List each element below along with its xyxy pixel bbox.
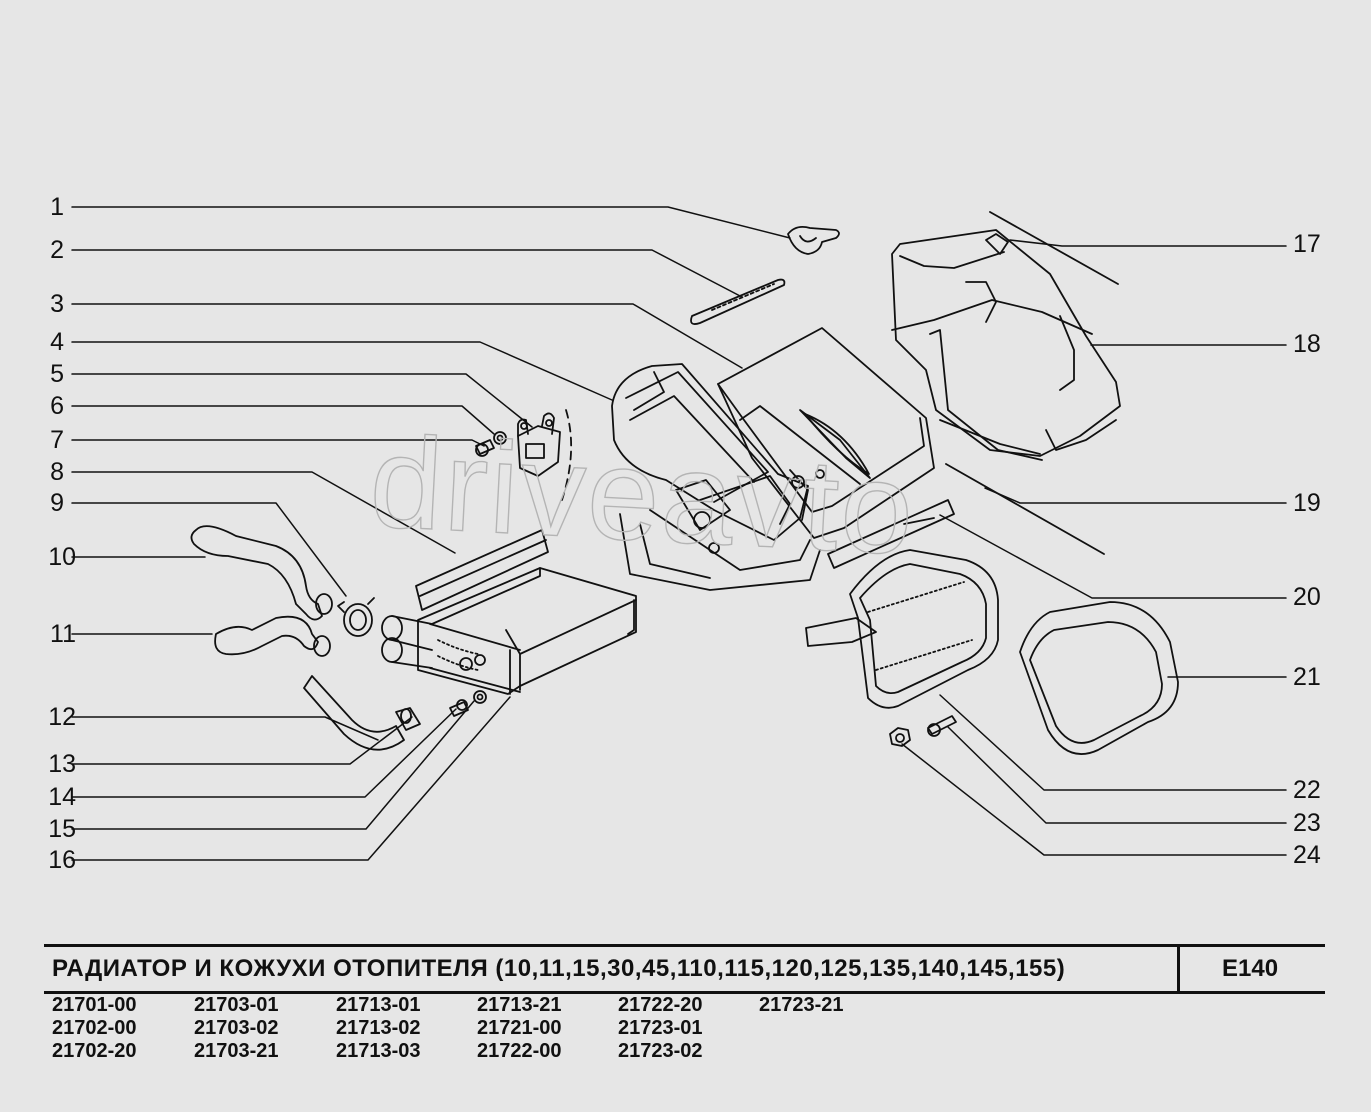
leader-19 xyxy=(984,487,1287,504)
callout-22: 22 xyxy=(1293,776,1321,804)
callout-3: 3 xyxy=(50,290,64,318)
part-screw-7 xyxy=(475,439,495,457)
callout-5: 5 xyxy=(50,360,64,388)
variant-code: 21713-03 xyxy=(336,1040,421,1062)
callout-14: 14 xyxy=(48,783,76,811)
diagram-title: РАДИАТОР И КОЖУХИ ОТОПИТЕЛЯ (10,11,15,30… xyxy=(52,955,1066,982)
callout-12: 12 xyxy=(48,703,76,731)
variant-code: 21713-02 xyxy=(336,1017,421,1039)
part-distribution-housing xyxy=(891,229,1121,461)
part-cable-tie xyxy=(690,278,786,325)
part-drain-tube xyxy=(303,675,421,751)
leader-7 xyxy=(71,439,485,447)
callout-19: 19 xyxy=(1293,489,1321,517)
leader-4 xyxy=(71,341,613,401)
part-nut-6 xyxy=(493,431,507,445)
part-servo xyxy=(517,412,561,477)
callout-18: 18 xyxy=(1293,330,1321,358)
callout-8: 8 xyxy=(50,458,64,486)
callout-20: 20 xyxy=(1293,583,1321,611)
leader-12 xyxy=(71,716,379,741)
variant-code: 21702-00 xyxy=(52,1017,137,1039)
callout-11: 11 xyxy=(50,620,76,648)
leader-1 xyxy=(71,206,791,239)
leader-23 xyxy=(947,726,1287,824)
part-seal-strip-20 xyxy=(827,499,955,569)
leader-22 xyxy=(939,694,1287,791)
variant-code: 21723-02 xyxy=(618,1040,703,1062)
variant-code: 21703-02 xyxy=(194,1017,279,1039)
leader-3 xyxy=(71,303,743,369)
variant-code: 21703-21 xyxy=(194,1040,279,1062)
leader-5 xyxy=(71,373,533,428)
part-screw-14 xyxy=(449,699,469,717)
part-front-housing xyxy=(611,363,821,591)
model-variants: 21701-00 21702-00 21702-20 21703-01 2170… xyxy=(52,994,1252,1074)
callout-24: 24 xyxy=(1293,841,1321,869)
variant-code: 21701-00 xyxy=(52,994,137,1016)
part-hose-lower xyxy=(214,615,331,657)
callout-10: 10 xyxy=(48,543,76,571)
part-hose-clamp xyxy=(337,597,375,637)
title-bar: РАДИАТОР И КОЖУХИ ОТОПИТЕЛЯ (10,11,15,30… xyxy=(44,944,1325,994)
callout-15: 15 xyxy=(48,815,76,843)
part-seal-strip xyxy=(415,529,549,611)
part-nut-24 xyxy=(889,727,911,747)
part-servo-link xyxy=(561,409,573,501)
variant-code: 21723-21 xyxy=(759,994,844,1016)
callout-13: 13 xyxy=(48,750,76,778)
leader-lines-right xyxy=(901,239,1287,856)
diagram-code: E140 xyxy=(1222,955,1279,982)
leader-2 xyxy=(71,249,743,298)
variant-code: 21723-01 xyxy=(618,1017,703,1039)
callout-9: 9 xyxy=(50,489,64,517)
leader-20 xyxy=(939,514,1287,599)
part-frame-22 xyxy=(805,549,999,709)
variant-code: 21722-00 xyxy=(477,1040,562,1062)
variant-code: 21702-20 xyxy=(52,1040,137,1062)
leader-16 xyxy=(71,696,511,861)
callout-1: 1 xyxy=(50,193,64,221)
part-screw-23 xyxy=(927,715,957,737)
part-seal-ring-21 xyxy=(1019,601,1179,755)
leader-24 xyxy=(901,743,1287,856)
part-rod-19 xyxy=(945,463,1105,555)
title-divider xyxy=(1177,947,1180,991)
variant-code: 21713-01 xyxy=(336,994,421,1016)
part-heater-core xyxy=(381,567,637,695)
part-hose-upper xyxy=(190,525,333,621)
callout-23: 23 xyxy=(1293,809,1321,837)
callout-4: 4 xyxy=(50,328,64,356)
part-rod-17 xyxy=(989,211,1119,285)
leader-14 xyxy=(71,708,457,798)
part-upper-housing xyxy=(717,327,935,539)
leader-8 xyxy=(71,471,456,554)
leader-9 xyxy=(71,502,347,597)
exploded-view-drawing xyxy=(71,206,1287,861)
callout-2: 2 xyxy=(50,236,64,264)
leader-15 xyxy=(71,700,475,830)
variant-code: 21703-01 xyxy=(194,994,279,1016)
leader-6 xyxy=(71,405,495,435)
callout-6: 6 xyxy=(50,392,64,420)
variant-code: 21721-00 xyxy=(477,1017,562,1039)
leader-13 xyxy=(71,716,413,765)
variant-code: 21722-20 xyxy=(618,994,703,1016)
variant-code: 21713-21 xyxy=(477,994,562,1016)
part-clip xyxy=(787,225,840,255)
callout-7: 7 xyxy=(50,426,64,454)
callout-17: 17 xyxy=(1293,230,1321,258)
callout-21: 21 xyxy=(1293,663,1321,691)
leader-17 xyxy=(1009,239,1287,247)
callout-16: 16 xyxy=(48,846,76,874)
part-washer-15 xyxy=(473,690,487,704)
leader-lines-left xyxy=(71,206,791,861)
